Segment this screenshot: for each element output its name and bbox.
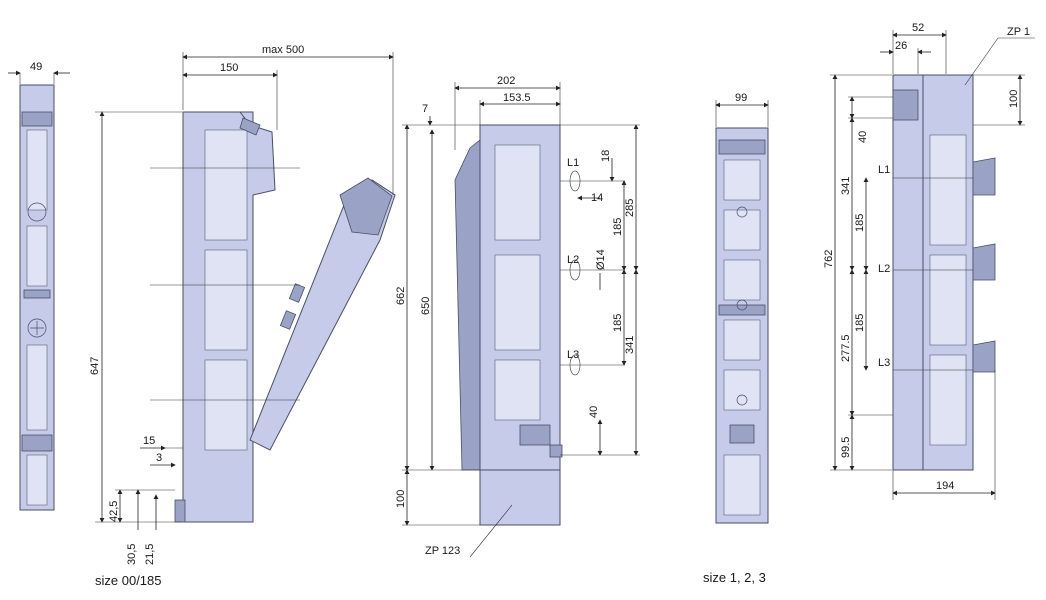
dim-194: 194 [936, 480, 954, 492]
dim-341: 341 [624, 336, 636, 354]
dim-7: 7 [422, 103, 428, 115]
dim-40: 40 [588, 406, 600, 418]
caption-size-1-3: size 1, 2, 3 [703, 570, 766, 585]
dim-185-lower: 185 [612, 314, 624, 332]
view-side-closed: L1 L2 L3 202 153.5 7 662 650 100 18 14 2… [395, 75, 640, 558]
dim-52: 52 [912, 22, 924, 34]
view-side-lever-open: max 500 150 647 15 3 42,5 30,5 21,5 [89, 44, 396, 565]
phase-l1: L1 [878, 164, 890, 176]
dim-42-5: 42,5 [108, 501, 120, 522]
dim-100: 100 [1008, 90, 1020, 108]
dim-width-49: 49 [30, 61, 42, 73]
dim-40: 40 [857, 131, 869, 143]
dim-153-5: 153.5 [503, 92, 531, 104]
dim-647: 647 [89, 357, 101, 375]
label-zp-1: ZP 1 [1007, 26, 1030, 38]
dim-285: 285 [624, 199, 636, 217]
dim-185-lower: 185 [854, 314, 866, 332]
dim-185-upper: 185 [854, 214, 866, 232]
dim-762: 762 [823, 250, 835, 268]
label-zp-123: ZP 123 [425, 545, 460, 557]
view-side-size-1-3: L1 L2 L3 52 26 ZP 1 100 762 40 341 185 1… [823, 22, 1035, 500]
view-front-size-00: 49 [8, 61, 70, 511]
phase-l3: L3 [567, 349, 579, 361]
dim-99-5: 99.5 [840, 437, 852, 458]
dim-650: 650 [420, 297, 432, 315]
dim-277-5: 277.5 [840, 334, 852, 362]
dim-14: 14 [591, 192, 603, 204]
dim-100: 100 [395, 490, 407, 508]
dim-3: 3 [156, 452, 162, 464]
dim-202: 202 [497, 75, 515, 87]
dim-26: 26 [895, 40, 907, 52]
dim-width-99: 99 [735, 92, 747, 104]
dim-max-500: max 500 [262, 44, 304, 56]
caption-size-00: size 00/185 [95, 573, 162, 588]
dim-185-upper: 185 [612, 218, 624, 236]
phase-l2: L2 [567, 254, 579, 266]
dim-341: 341 [840, 177, 852, 195]
phase-l3: L3 [878, 357, 890, 369]
dim-dia-14: Ø14 [595, 249, 607, 270]
dim-21-5: 21,5 [144, 544, 156, 565]
phase-l1: L1 [567, 157, 579, 169]
dim-18: 18 [600, 150, 612, 162]
dim-150: 150 [220, 62, 238, 74]
phase-l2: L2 [878, 263, 890, 275]
dim-30-5: 30,5 [126, 544, 138, 565]
view-front-size-1-3: 99 [715, 92, 769, 524]
dim-15: 15 [143, 435, 155, 447]
dim-662: 662 [395, 287, 407, 305]
